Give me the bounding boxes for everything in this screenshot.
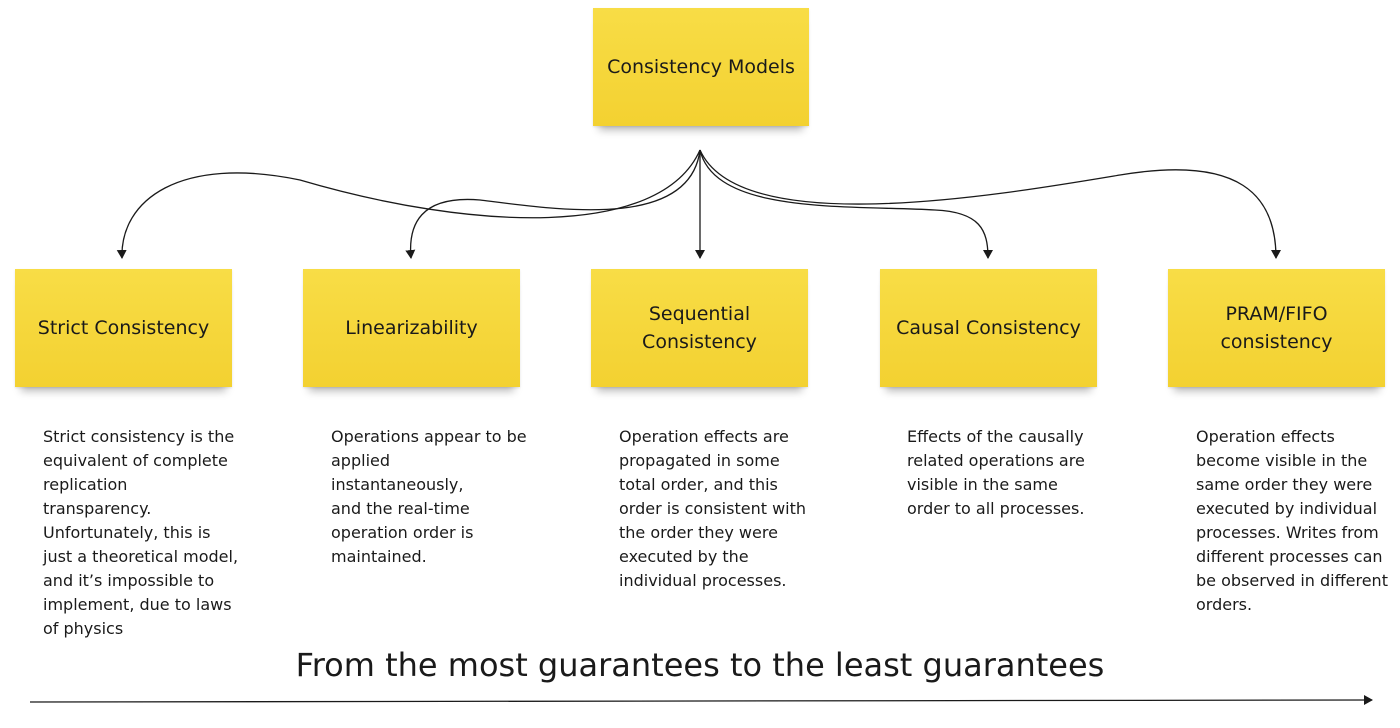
note-label: Causal Consistency (896, 317, 1081, 339)
note-label: PRAM/FIFO consistency (1220, 303, 1333, 353)
description-pram-fifo-consistency: Operation effects become visible in the … (1196, 427, 1388, 614)
note-sequential-consistency: Sequential Consistency (591, 269, 808, 387)
description-sequential-consistency: Operation effects are propagated in some… (619, 427, 807, 590)
description-strict-consistency: Strict consistency is the equivalent of … (43, 427, 239, 638)
note-causal-consistency: Causal Consistency (880, 269, 1097, 387)
note-pram-fifo-consistency: PRAM/FIFO consistency (1168, 269, 1385, 387)
connector-linearizability (405, 149, 701, 259)
root-label: Consistency Models (607, 56, 795, 78)
connector-pram (699, 149, 1281, 259)
guarantee-scale-label: From the most guarantees to the least gu… (295, 646, 1105, 684)
note-label: Linearizability (345, 317, 478, 339)
connector-strict (116, 149, 701, 259)
note-strict-consistency: Strict Consistency (15, 269, 232, 387)
note-label: Sequential Consistency (642, 303, 757, 353)
note-linearizability: Linearizability (303, 269, 520, 387)
guarantee-scale-arrow (29, 695, 1373, 706)
description-linearizability: Operations appear to be applied instanta… (331, 427, 527, 566)
note-label: Strict Consistency (37, 317, 210, 339)
connector-causal (699, 149, 993, 259)
description-causal-consistency: Effects of the causally related operatio… (907, 427, 1085, 518)
root-note: Consistency Models (593, 8, 809, 126)
